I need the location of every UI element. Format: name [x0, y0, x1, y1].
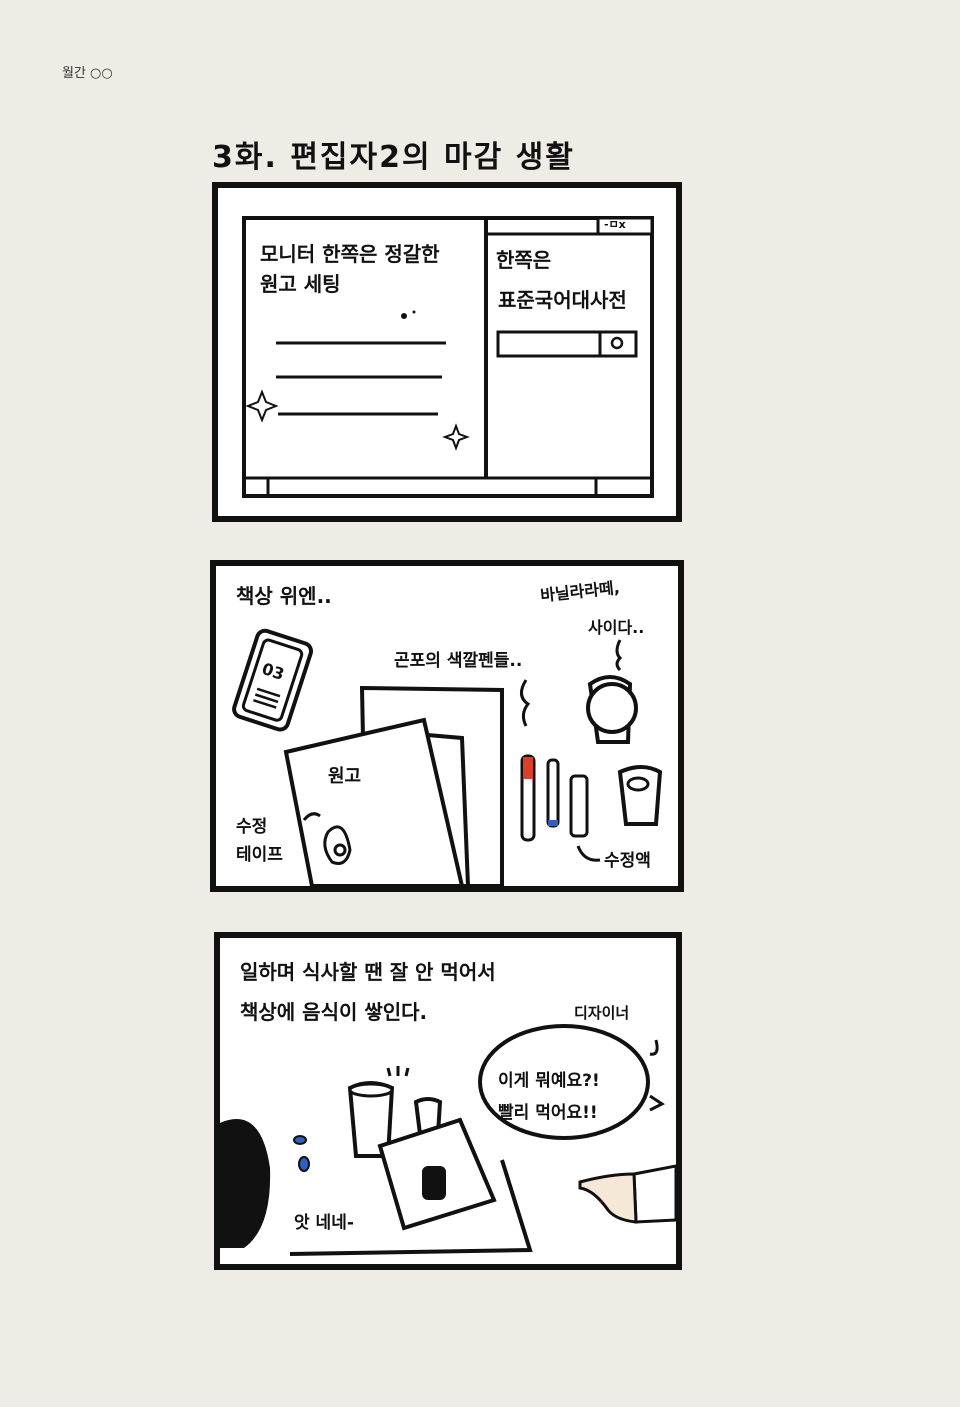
panel-food: 일하며 식사할 땐 잘 안 먹어서 책상에 음식이 쌓인다. 디자이너 이게 뭐…	[214, 932, 682, 1270]
caption-right-1: 한쪽은	[496, 248, 552, 272]
food-caption-2: 책상에 음식이 쌓인다.	[240, 1000, 428, 1024]
reply-text: 앗 네네-	[294, 1213, 354, 1233]
designer-label: 디자이너	[574, 1004, 630, 1022]
bubble-line-1: 이게 뭐예요?!	[498, 1071, 600, 1091]
bubble-line-2: 빨리 먹어요!!	[498, 1103, 598, 1123]
magazine-header: 월간 ○○	[62, 66, 113, 81]
pens-label: 곤포의 색깔펜들..	[394, 651, 523, 671]
desk-caption: 책상 위엔..	[236, 584, 332, 608]
caption-right-2: 표준국어대사전	[498, 288, 627, 312]
caption-left-2: 원고 세팅	[260, 272, 341, 296]
episode-title: 3화. 편집자2의 마감 생활	[212, 140, 575, 175]
food-drawing	[220, 1024, 676, 1256]
sparkle-icon	[442, 423, 470, 451]
drinks-label-2: 사이다..	[588, 618, 645, 637]
pointing-hand	[578, 1172, 638, 1224]
search-icon	[610, 336, 624, 350]
caption-left-1: 모니터 한쪽은 정갈한	[260, 242, 440, 266]
desk-drawing	[232, 628, 663, 886]
card-icon	[232, 628, 314, 732]
fluid-label: 수정액	[604, 851, 651, 871]
manuscript-label: 원고	[328, 766, 362, 787]
panel-monitor: -ㅁx 모니터 한쪽은 정갈한 원고 세팅 한쪽은 표준국어대사전	[212, 182, 682, 522]
tape-label-2: 테이프	[236, 845, 283, 865]
sparkle-dot-icon	[401, 313, 407, 319]
sparkle-icon	[245, 389, 279, 423]
monitor-drawing	[242, 216, 654, 498]
person-head	[220, 1119, 271, 1248]
tape-label-1: 수정	[236, 817, 268, 837]
panel-desk: 03 책상 위엔.. 곤포의 색깔펜들.. 바닐라라떼, 사이다.. 원고 수정…	[210, 560, 684, 892]
food-caption-1: 일하며 식사할 땐 잘 안 먹어서	[240, 960, 496, 984]
speech-bubble	[478, 1024, 650, 1140]
sparkle-dot-icon	[412, 310, 416, 314]
window-controls[interactable]: -ㅁx	[604, 218, 626, 231]
